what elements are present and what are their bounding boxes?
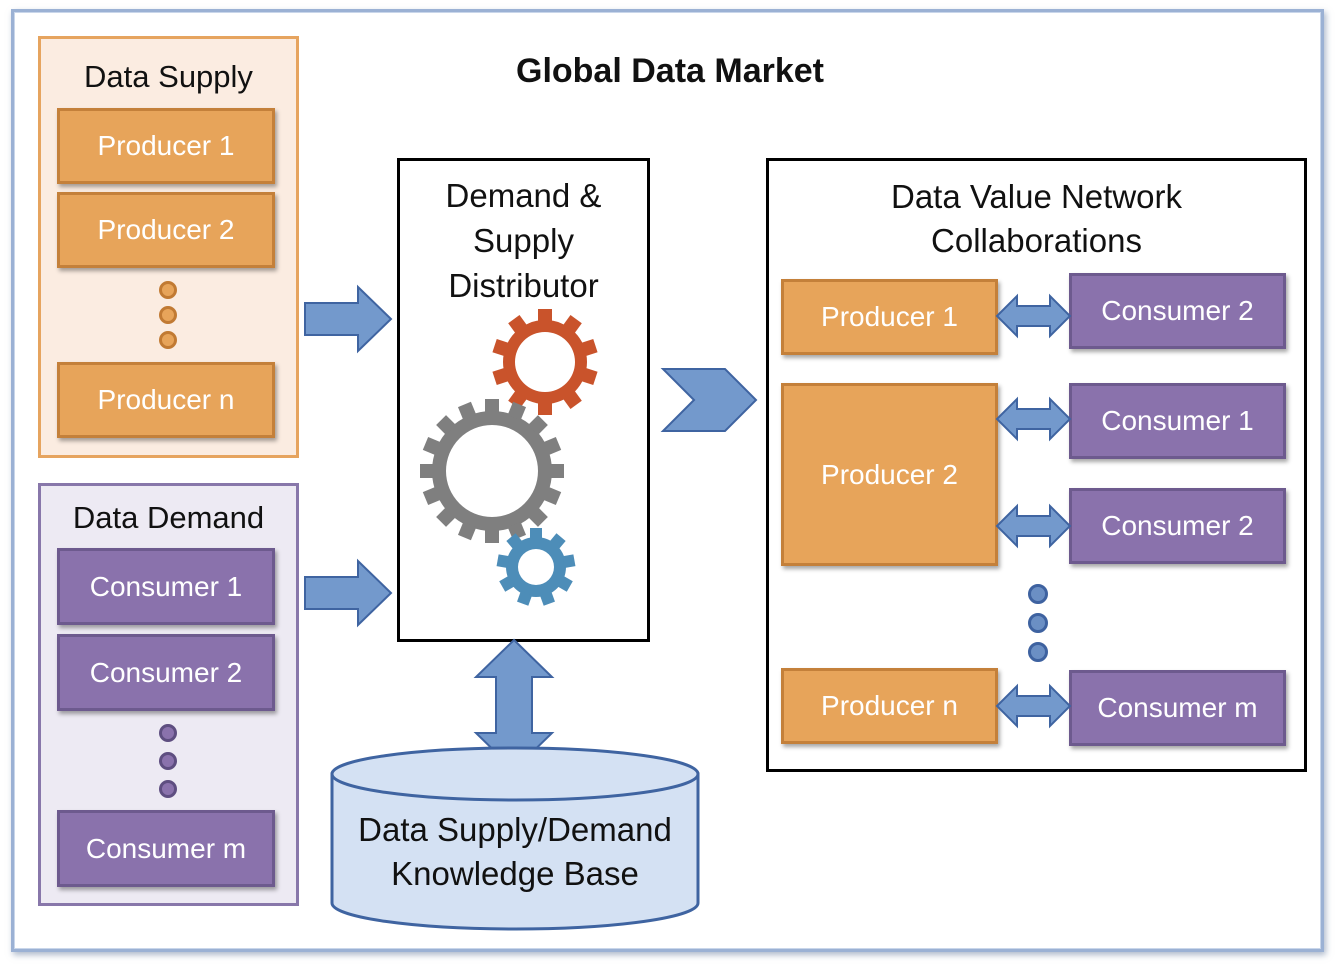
network-producer-n: Producer n — [781, 668, 998, 744]
gear-blue-tooth — [562, 554, 576, 569]
gear-gray-tooth — [485, 399, 499, 413]
distributor-label-line3: Distributor — [448, 267, 599, 304]
gear-gray-tooth — [542, 436, 562, 456]
gear-red-tooth — [508, 390, 528, 409]
gear-gray-tooth — [436, 507, 456, 527]
demand-consumer-1: Consumer 1 — [57, 548, 275, 625]
supply-producer-n: Producer n — [57, 362, 275, 438]
red-gear-icon — [492, 309, 598, 415]
network-consumer-m: Consumer m — [1069, 670, 1286, 746]
gear-red-tooth — [580, 338, 598, 357]
gear-blue-tooth — [499, 575, 515, 592]
network-producer-2: Producer 2 — [781, 383, 998, 566]
network-producer-1: Producer 1 — [781, 279, 998, 355]
gear-red-tooth — [580, 367, 598, 386]
gear-blue-tooth — [557, 575, 573, 592]
ellipsis-dot — [159, 281, 177, 299]
supply-to-distributor-arrow — [304, 284, 393, 354]
gear-red-tooth — [538, 309, 552, 322]
ellipsis-dot — [1028, 613, 1048, 633]
knowledge-base-label: Data Supply/Demand Knowledge Base — [332, 808, 698, 896]
data-supply-title: Data Supply — [84, 59, 253, 94]
supply-producer-2: Producer 2 — [57, 192, 275, 268]
gear-blue-tooth — [517, 591, 533, 606]
gear-blue-tooth — [496, 554, 510, 569]
gear-gray-tooth — [485, 529, 499, 543]
gear-gray-tooth — [422, 436, 442, 456]
gear-gray-tooth — [457, 521, 477, 541]
knowledge-base-label-line2: Knowledge Base — [391, 855, 639, 892]
collab-double-arrow-2 — [995, 396, 1072, 442]
gear-red-tooth — [492, 338, 510, 357]
blue-gear-icon — [496, 528, 576, 606]
gear-blue-tooth — [549, 533, 566, 550]
gray-gear-icon — [420, 399, 564, 543]
collab-double-arrow-4 — [995, 683, 1072, 729]
gear-blue-ring — [506, 537, 566, 597]
demand-consumer-2: Consumer 2 — [57, 634, 275, 711]
gear-gray-tooth — [436, 415, 456, 435]
value-network-label-line2: Collaborations — [931, 222, 1142, 259]
gear-red-tooth — [562, 315, 582, 334]
gear-red-tooth — [562, 390, 582, 409]
ellipsis-dot — [1028, 584, 1048, 604]
distributor-to-network-chevron — [660, 368, 758, 432]
value-network-label: Data Value Network Collaborations — [769, 175, 1304, 263]
value-network-label-line1: Data Value Network — [890, 178, 1183, 215]
data-demand-title: Data Demand — [72, 500, 265, 535]
gear-blue-tooth — [539, 591, 555, 606]
gear-blue-tooth — [530, 528, 542, 539]
gear-red-tooth — [508, 315, 528, 334]
ellipsis-dot — [159, 306, 177, 324]
distributor-label: Demand & Supply Distributor — [400, 173, 647, 308]
ellipsis-dot — [159, 780, 177, 798]
gear-blue-tooth — [506, 533, 523, 550]
distributor-label-line2: Supply — [473, 222, 574, 259]
gear-gray-tooth — [422, 486, 442, 506]
gear-gray-tooth — [528, 415, 548, 435]
ellipsis-dot — [159, 724, 177, 742]
diagram-title: Global Data Market — [516, 52, 824, 90]
collab-double-arrow-3 — [995, 503, 1072, 549]
gear-red-tooth — [492, 367, 510, 386]
ellipsis-dot — [159, 752, 177, 770]
gear-gray-tooth — [457, 401, 477, 421]
gear-gray-tooth — [507, 521, 527, 541]
ellipsis-dot — [1028, 642, 1048, 662]
database-cylinder-icon — [330, 746, 700, 931]
ellipsis-dot — [159, 331, 177, 349]
network-consumer-1: Consumer 1 — [1069, 383, 1286, 459]
gear-gray-tooth — [420, 464, 434, 478]
gear-gray-tooth — [542, 486, 562, 506]
network-consumer-2-top: Consumer 2 — [1069, 273, 1286, 349]
demand-to-distributor-arrow — [304, 558, 393, 628]
collab-double-arrow-1 — [995, 293, 1072, 339]
gear-gray-tooth — [550, 464, 564, 478]
demand-consumer-m: Consumer m — [57, 810, 275, 887]
gear-gray-tooth — [528, 507, 548, 527]
knowledge-base-label-line1: Data Supply/Demand — [358, 811, 672, 848]
gear-gray-tooth — [507, 401, 527, 421]
gear-red-tooth — [538, 402, 552, 415]
distributor-box: Demand & Supply Distributor — [397, 158, 650, 642]
supply-producer-1: Producer 1 — [57, 108, 275, 184]
distributor-label-line1: Demand & — [445, 177, 602, 214]
